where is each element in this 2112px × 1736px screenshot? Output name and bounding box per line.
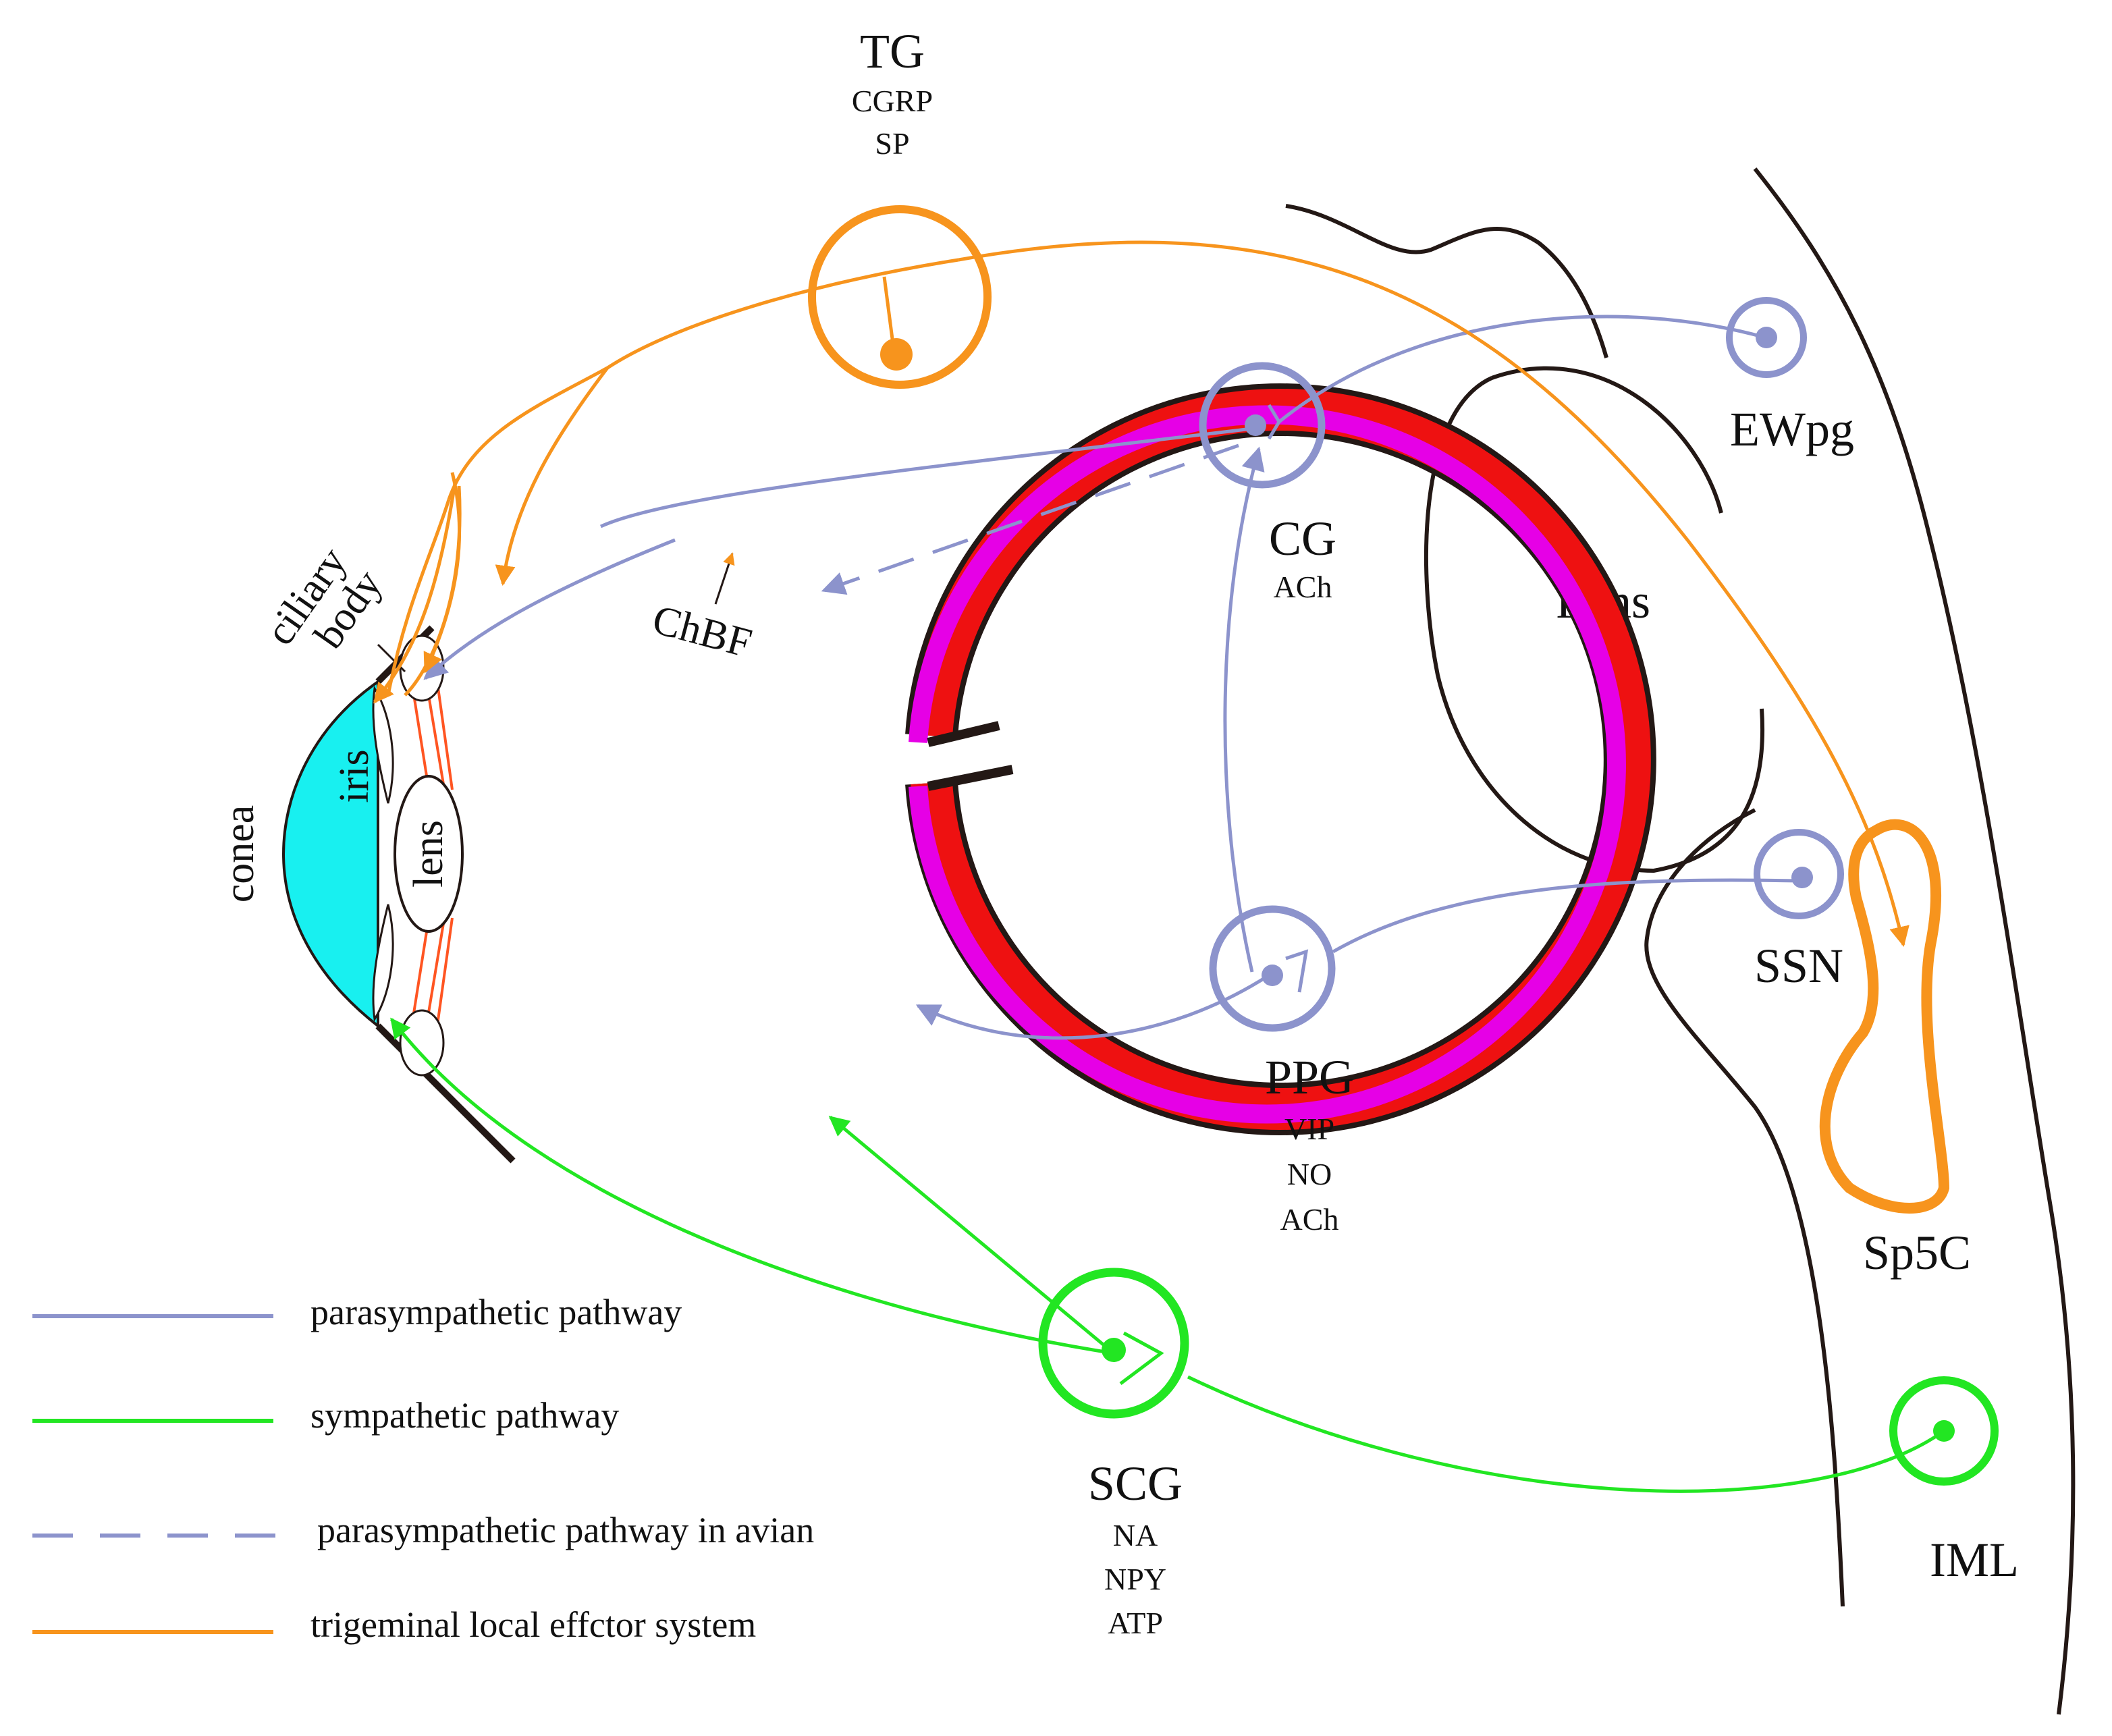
ssn-label: SSN — [1754, 939, 1843, 993]
ssn-to-ppg — [1332, 878, 1799, 954]
cg-ganglion — [1199, 362, 1326, 489]
tg-fiber-5 — [404, 485, 462, 697]
tg-fiber-main — [447, 258, 959, 500]
tg-ganglion — [808, 205, 992, 389]
ewpg-label: EWpg — [1730, 402, 1854, 456]
iris-bottom — [372, 904, 394, 1023]
ppg-label: PPG — [1265, 1050, 1354, 1104]
eyeball — [266, 383, 1656, 1175]
sp5c-label: Sp5C — [1863, 1226, 1971, 1280]
ciliary-body-bottom — [399, 1009, 445, 1077]
ewpg-to-cg — [1278, 315, 1766, 423]
trigeminal-pathways — [373, 240, 1910, 947]
medulla-front-contour — [1644, 808, 1845, 1607]
choroid-layer — [909, 405, 1626, 1124]
brainstem-upper-contour — [1285, 204, 1608, 358]
scg-transmitter-1: NA — [1113, 1518, 1158, 1552]
scg-to-eye — [828, 1116, 1115, 1355]
ppg-soma — [1262, 965, 1283, 986]
tg-to-sp5c — [958, 240, 1910, 947]
avian-dashed — [821, 443, 1239, 595]
legend: parasympathetic pathway sympathetic path… — [32, 1292, 814, 1645]
optic-nerve — [927, 721, 1014, 791]
ewpg-nucleus — [1726, 297, 1807, 378]
cg-to-ciliary — [423, 538, 676, 680]
sp5c-outline — [1819, 819, 1950, 1214]
cg-to-eye — [599, 427, 1253, 528]
iml-to-scg — [1187, 1375, 1945, 1493]
ppg-to-cg — [1223, 446, 1265, 973]
scg-transmitter-2: NPY — [1104, 1562, 1166, 1596]
cg-label: CG — [1269, 512, 1336, 566]
iris-label: iris — [331, 749, 377, 803]
parasympathetic-pathways — [423, 315, 1799, 1040]
iris-top — [372, 685, 394, 804]
lens — [394, 775, 464, 933]
scg-label: SCG — [1088, 1457, 1183, 1511]
ppg-transmitter-2: NO — [1287, 1157, 1332, 1191]
cornea-label: conea — [217, 805, 263, 903]
tg-fiber-4 — [373, 479, 458, 704]
lens-label: lens — [406, 820, 452, 888]
legend-label-sympathetic: sympathetic pathway — [310, 1395, 619, 1436]
cg-soma — [1245, 414, 1266, 436]
ppg-transmitter-3: ACh — [1280, 1202, 1339, 1237]
scg-to-iris — [390, 1017, 1114, 1355]
sympathetic-pathways — [390, 1017, 1945, 1493]
cornea — [281, 679, 379, 1029]
ppg-transmitter-1: VIP — [1284, 1112, 1334, 1146]
tg-transmitter-1: CGRP — [852, 84, 933, 118]
tg-fiber-1 — [495, 367, 609, 586]
ssn-nucleus — [1754, 829, 1844, 919]
scg-ganglion — [1038, 1268, 1189, 1419]
cg-transmitter-1: ACh — [1274, 570, 1332, 604]
legend-label-trigeminal: trigeminal local effctor system — [310, 1604, 756, 1645]
scg-transmitter-3: ATP — [1108, 1606, 1163, 1640]
tg-transmitter-2: SP — [875, 126, 909, 161]
iml-label: IML — [1930, 1533, 2019, 1587]
pons-outline — [1424, 366, 1765, 873]
tg-soma — [880, 338, 913, 371]
tg-label: TG — [860, 24, 925, 78]
chbf-pointer — [714, 552, 735, 605]
tg-fiber-2 — [386, 499, 451, 696]
scg-soma — [1102, 1338, 1126, 1362]
iml-nucleus — [1889, 1376, 1999, 1486]
legend-label-avian: parasympathetic pathway in avian — [317, 1510, 814, 1550]
ppg-to-eye — [915, 973, 1270, 1040]
ppg-ganglion — [1209, 905, 1336, 1032]
medulla-back-contour — [1753, 167, 2076, 1715]
legend-label-parasympathetic: parasympathetic pathway — [310, 1292, 682, 1332]
